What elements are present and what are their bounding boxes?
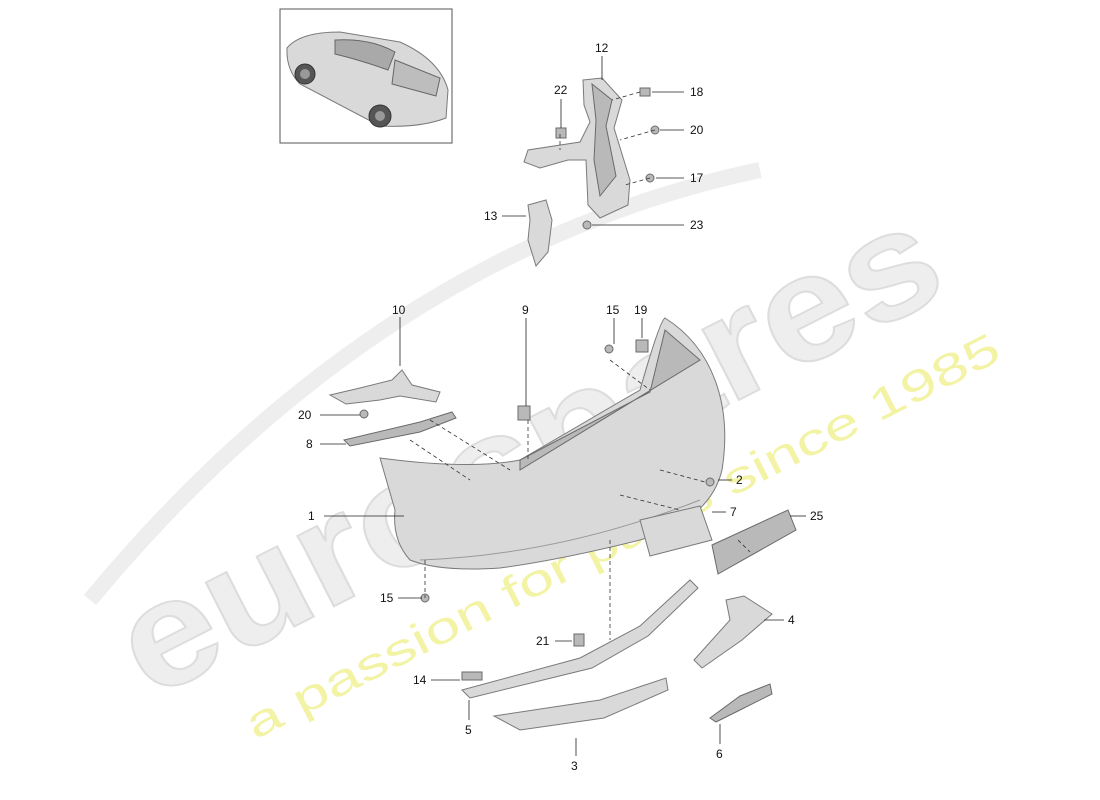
callout-18: 18 [690,85,704,99]
rear-bumper-cover [379,317,726,603]
license-plate-panels [639,505,797,575]
callout-15-lower: 15 [380,591,394,605]
callout-14: 14 [413,673,427,687]
callout-20-upper: 20 [690,123,704,137]
callout-20-lower: 20 [298,408,312,422]
left-bracket-assembly [328,369,457,447]
callout-1: 1 [308,509,315,523]
callout-10: 10 [392,303,406,317]
callout-23: 23 [690,218,704,232]
lower-trim-parts [461,579,773,731]
callout-9: 9 [522,303,529,317]
assembly-guide-lines [409,91,751,640]
callout-15-upper: 15 [606,303,620,317]
callout-7: 7 [730,505,737,519]
callout-22: 22 [554,83,568,97]
callout-3: 3 [571,759,578,773]
callout-4: 4 [788,613,795,627]
callout-13: 13 [484,209,498,223]
callout-labels: 1 2 3 4 5 6 7 8 9 10 12 13 14 15 15 17 1… [298,41,824,773]
leader-lines [320,56,806,756]
callout-25: 25 [810,509,824,523]
callout-17: 17 [690,171,704,185]
callout-19: 19 [634,303,648,317]
callout-8: 8 [306,437,313,451]
callout-21: 21 [536,634,550,648]
reference-car-thumbnail [279,8,453,144]
callout-6: 6 [716,747,723,761]
callout-2: 2 [736,473,743,487]
upper-bracket-assembly [523,77,660,268]
callout-12: 12 [595,41,609,55]
callout-5: 5 [465,723,472,737]
